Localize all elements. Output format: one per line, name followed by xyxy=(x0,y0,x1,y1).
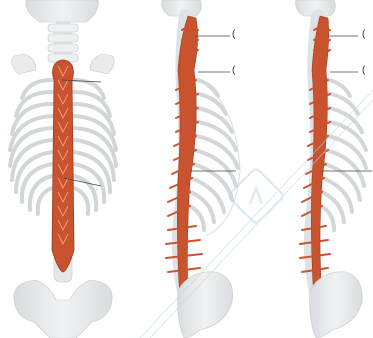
callout-label-2: ( xyxy=(232,66,235,76)
pelvis-lateral xyxy=(178,272,233,338)
lateral-view-2-panel xyxy=(296,0,372,338)
pelvis-lateral-2 xyxy=(310,272,363,338)
spinalis-muscle xyxy=(52,60,74,272)
callout-label-4: ( xyxy=(362,66,365,76)
ribs-right xyxy=(74,80,116,214)
lateral-view-1-panel xyxy=(162,0,240,338)
ribs-left xyxy=(10,80,52,214)
pelvis xyxy=(14,280,112,338)
scapula-left xyxy=(12,54,36,74)
scapula-right xyxy=(90,54,114,74)
skull-base xyxy=(26,0,98,22)
posterior-view-panel xyxy=(10,0,116,338)
callout-label-1: ( xyxy=(232,30,235,40)
callout-label-3: ( xyxy=(362,30,365,40)
